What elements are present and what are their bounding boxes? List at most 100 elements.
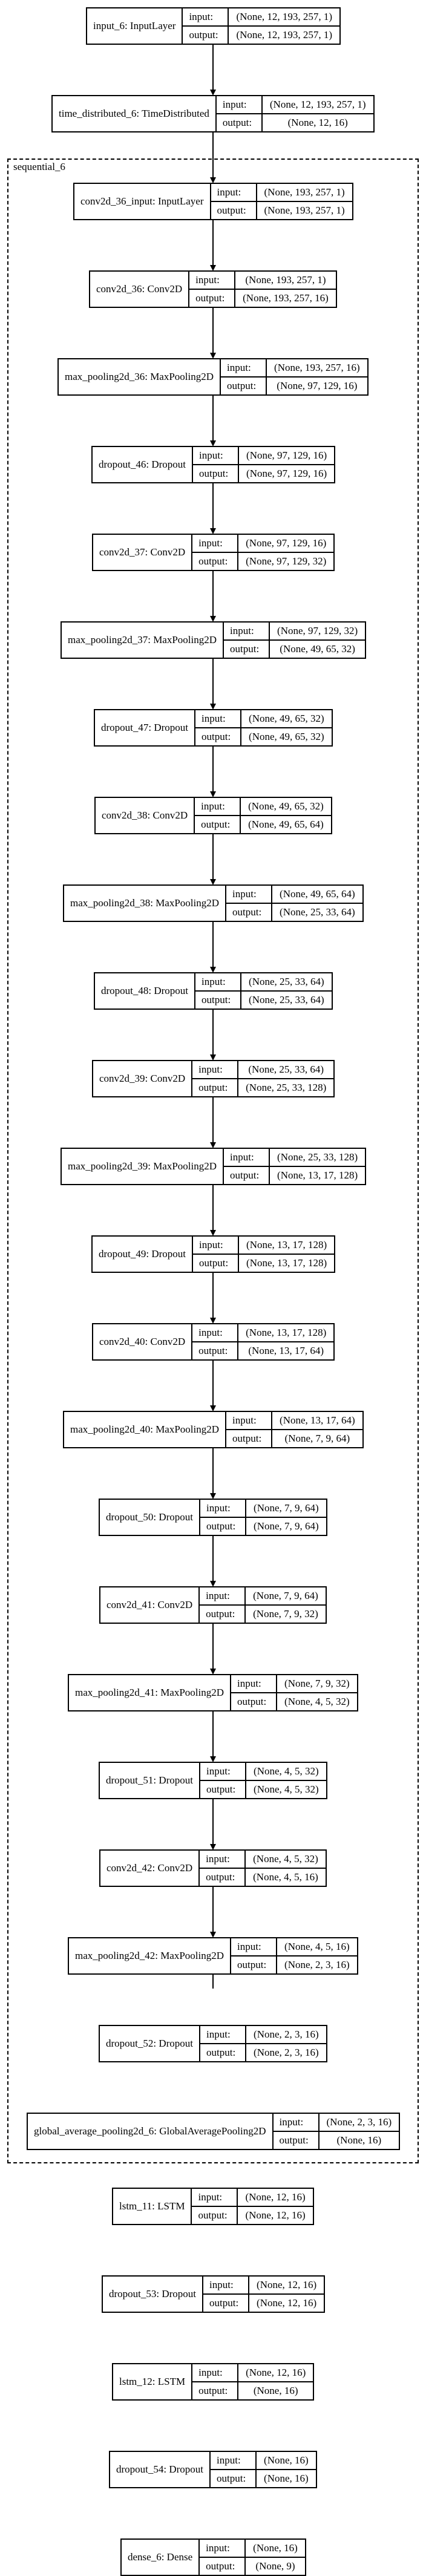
output-label: output: <box>198 555 228 567</box>
layer-name: max_pooling2d_36: MaxPooling2D <box>59 359 221 394</box>
layer-input-row: input:(None, 7, 9, 64) <box>200 1587 326 1604</box>
output-label: output: <box>279 2134 309 2146</box>
input-label: input: <box>217 186 241 198</box>
layer-output-row: output:(None, 16) <box>192 2381 313 2399</box>
layer-name: input_6: InputLayer <box>87 8 183 44</box>
output-label: output: <box>206 1520 236 1532</box>
input-label: input: <box>206 1765 231 1777</box>
output-label: output: <box>232 906 262 918</box>
layer-io: input:(None, 193, 257, 1)output:(None, 1… <box>189 272 336 307</box>
input-shape: (None, 97, 129, 16) <box>237 535 333 552</box>
layer-output-row: output: (None, 12, 16) <box>192 2206 313 2224</box>
layer-name: conv2d_38: Conv2D <box>96 798 195 833</box>
output-label: output: <box>206 2047 236 2058</box>
output-shape: (None, 13, 17, 128) <box>238 1255 334 1272</box>
input-shape: (None, 7, 9, 64) <box>244 1587 326 1604</box>
output-shape: (None, 4, 5, 32) <box>276 1693 357 1710</box>
output-shape: (None, 12, 16) <box>237 2207 312 2224</box>
input-label: input: <box>217 2454 241 2466</box>
layer-name: conv2d_37: Conv2D <box>93 535 193 570</box>
layer-io: input:(None, 12, 16)output:(None, 12, 16… <box>203 2277 324 2312</box>
input-shape: (None, 25, 33, 64) <box>237 1061 333 1078</box>
output-shape: (None, 7, 9, 32) <box>244 1606 326 1623</box>
layer-name: conv2d_36: Conv2D <box>90 272 190 307</box>
output-label: output: <box>198 2209 228 2221</box>
input-shape: (None, 12, 193, 257, 1) <box>261 96 373 113</box>
input-shape: (None, 7, 9, 64) <box>245 1500 326 1517</box>
layer-io: input:(None, 4, 5, 32)output:(None, 4, 5… <box>200 1851 326 1886</box>
layer-input-row: input:(None, 2, 3, 16) <box>274 2114 399 2131</box>
layer-io: input:(None, 13, 17, 128)output:(None, 1… <box>192 1324 334 1359</box>
layer-input-row: input: (None, 193, 257, 1) <box>211 184 352 201</box>
layer-output-row: output: (None, 7, 9, 32) <box>200 1604 326 1623</box>
input-label: input: <box>206 2028 231 2040</box>
layer-io: input:(None, 12, 193, 257, 1)output:(Non… <box>216 96 373 131</box>
layer-io: input:(None, 7, 9, 64) output: (None, 7, 9… <box>200 1587 326 1623</box>
layer-io: input:(None, 25, 33, 64)output:(None, 25… <box>192 1061 334 1096</box>
layer-name: dropout_50: Dropout <box>100 1500 201 1535</box>
input-label: input: <box>198 2191 223 2203</box>
input-shape: (None, 97, 129, 32) <box>269 623 365 639</box>
layer-input-row: input:(None, 4, 5, 32) <box>200 1851 326 1868</box>
input-label: input: <box>199 1239 223 1250</box>
output-shape: (None, 49, 65, 32) <box>240 728 332 745</box>
layer-io: input:(None, 13, 17, 128)output:(None, 1… <box>193 1237 335 1272</box>
layer-io: input:(None, 97, 129, 16)output:(None, 9… <box>193 447 335 482</box>
layer-input-row: input: (None, 97, 129, 32) <box>224 623 365 639</box>
layer-io: input:(None, 7, 9, 64)output:(None, 7, 9… <box>200 1500 326 1535</box>
output-label: output: <box>217 204 246 216</box>
input-shape: (None, 7, 9, 32) <box>276 1675 357 1692</box>
input-shape: (None, 2, 3, 16) <box>318 2114 399 2131</box>
output-shape: (None, 97, 129, 16) <box>238 465 334 482</box>
input-shape: (None, 25, 33, 128) <box>269 1149 365 1166</box>
layer-input-row: input:(None, 2, 3, 16) <box>200 2026 326 2043</box>
layer-input-row: input:(None, 13, 17, 128) <box>193 1237 334 1254</box>
layer-input-row: input:(None, 25, 33, 128) <box>224 1149 365 1166</box>
layer-name: dropout_46: Dropout <box>93 447 194 482</box>
layer-name: dropout_47: Dropout <box>95 710 196 745</box>
input-shape: (None, 193, 257, 1) <box>255 184 352 201</box>
output-shape: (None, 193, 257, 1) <box>255 202 352 219</box>
output-shape: (None, 4, 5, 16) <box>244 1869 326 1886</box>
layer-output-row: output:(None, 13, 17, 128) <box>224 1166 365 1184</box>
layer-name: dropout_52: Dropout <box>100 2026 201 2061</box>
layer-io: input:(None, 97, 129, 32)output:(None, 4… <box>224 623 365 658</box>
input-label: input: <box>232 888 257 900</box>
output-shape: (None, 12, 16) <box>261 114 373 131</box>
output-shape: (None, 49, 65, 32) <box>269 641 365 658</box>
layer-io: input:(None, 13, 17, 64)output:(None, 7,… <box>226 1412 362 1447</box>
input-shape: (None, 4, 5, 16) <box>276 1938 357 1955</box>
layer-input-row: input:(None, 25, 33, 64) <box>195 973 332 990</box>
output-label: output: <box>206 1608 235 1620</box>
output-label: output: <box>202 994 231 1005</box>
output-shape: (None, 12, 193, 257, 1) <box>228 27 339 44</box>
layer-io: input:(None, 25, 33, 128)output:(None, 1… <box>224 1149 365 1184</box>
layer-input-row: input:(None, 25, 33, 64) <box>192 1061 333 1078</box>
layer-output-row: output:(None, 25, 33, 64) <box>226 903 362 921</box>
input-label: input: <box>230 625 254 636</box>
input-label: input: <box>202 976 226 987</box>
layer-input-row: input:(None, 7, 9, 32) <box>231 1675 357 1692</box>
output-label: output: <box>237 1959 267 1970</box>
layer-io: input:(None, 7, 9, 32)output:(None, 4, 5… <box>231 1675 357 1710</box>
output-shape: (None, 2, 3, 16) <box>245 2044 326 2061</box>
layer-input-row: input:(None, 16) <box>211 2452 316 2469</box>
layer-output-row: output:(None, 49, 65, 32) <box>195 727 332 745</box>
output-label: output: <box>217 2473 246 2484</box>
layer-name: max_pooling2d_42: MaxPooling2D <box>69 1938 232 1973</box>
layer-output-row: output:(None, 25, 33, 64) <box>195 990 332 1008</box>
layer-io: input:(None, 49, 65, 32)output:(None, 49… <box>195 798 331 833</box>
output-shape: (None, 97, 129, 16) <box>266 378 367 394</box>
input-shape: (None, 12, 193, 257, 1) <box>228 8 339 25</box>
